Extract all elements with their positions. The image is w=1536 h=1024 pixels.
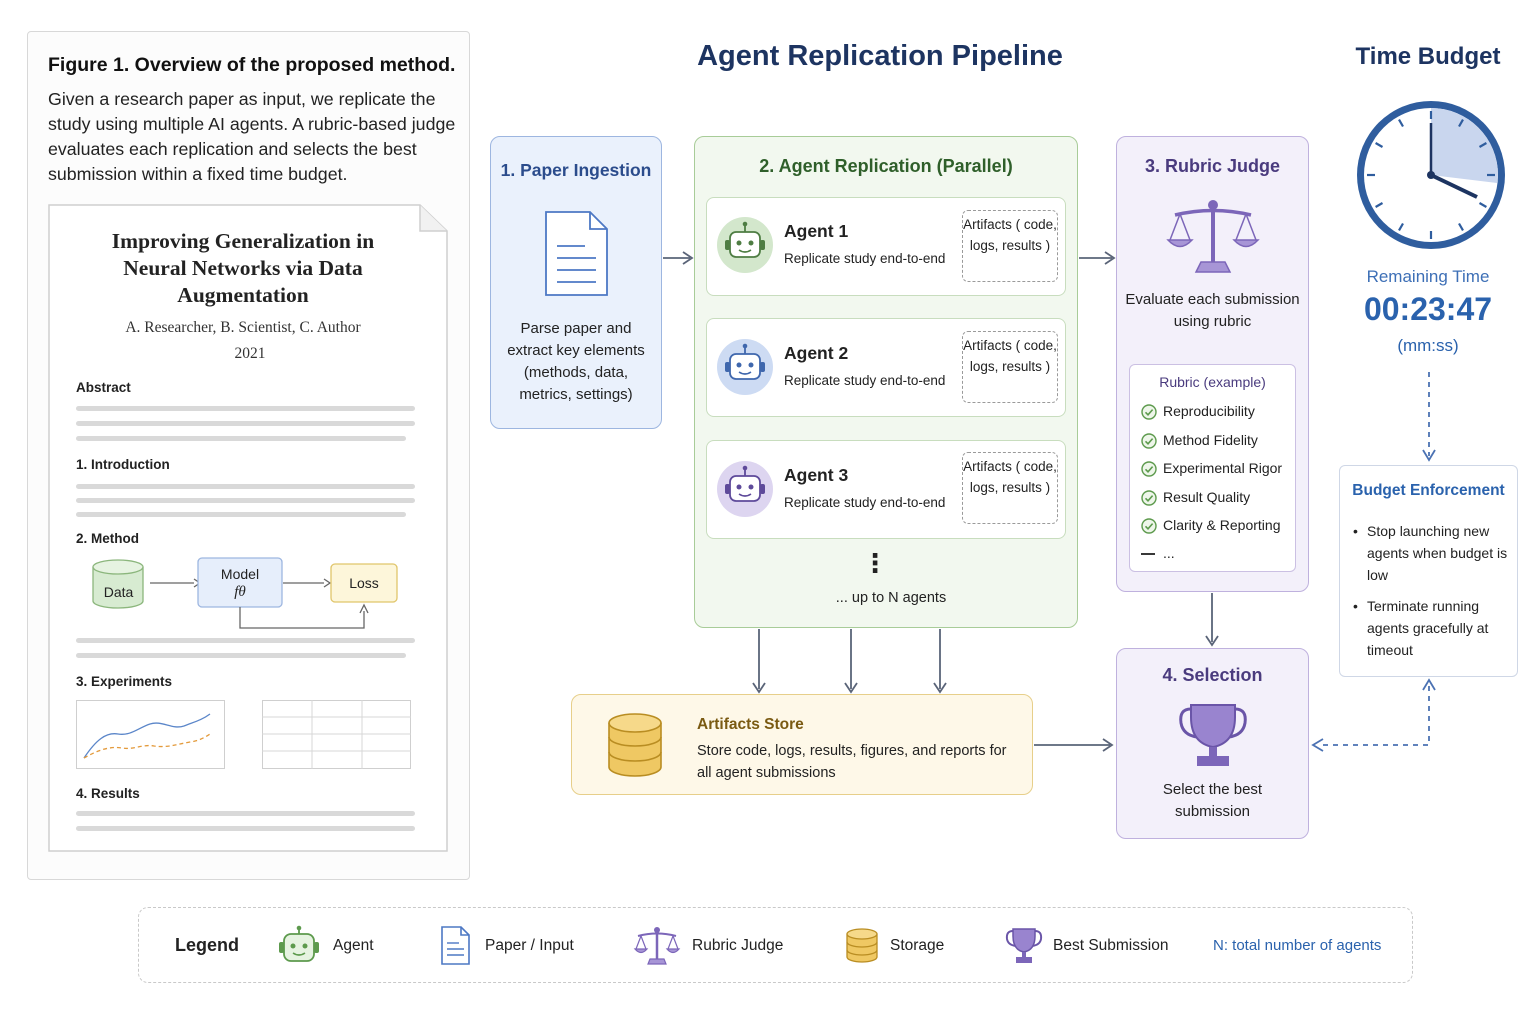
database-icon <box>92 559 144 609</box>
text-line <box>76 826 415 831</box>
section-results: 4. Results <box>76 786 140 801</box>
budget-enforcement-title: Budget Enforcement <box>1352 482 1505 499</box>
check-circle-icon <box>1141 433 1157 449</box>
pipeline-title: Agent Replication Pipeline <box>697 40 1063 72</box>
stage1-title: 1. Paper Ingestion <box>500 160 652 180</box>
legend-label-rubric-judge: Rubric Judge <box>692 937 784 954</box>
clock-icon <box>1357 101 1505 249</box>
check-circle-icon <box>1141 490 1157 506</box>
storage-icon <box>608 713 662 777</box>
agent-name: Agent 2 <box>784 343 849 363</box>
artifacts-box: Artifacts ( code, logs, results ) <box>962 210 1058 282</box>
budget-enforcement-box <box>1339 465 1518 677</box>
rubric-item: Clarity & Reporting <box>1163 517 1281 533</box>
paper-title: Improving Generalization in Neural Netwo… <box>111 229 375 307</box>
rubric-box <box>1129 364 1296 572</box>
dash-icon <box>1141 553 1155 555</box>
text-line <box>76 512 406 517</box>
budget-rule: • Stop launching new agents when budget … <box>1353 520 1511 586</box>
stage4-description: Select the best submission <box>1162 781 1263 820</box>
legend-note: N: total number of agents <box>1213 937 1382 954</box>
paper-year: 2021 <box>234 345 266 362</box>
section-abstract: Abstract <box>76 380 131 395</box>
store-description: Store code, logs, results, figures, and … <box>697 743 1007 781</box>
rubric-item-more: ... <box>1163 545 1175 561</box>
experiment-chart-thumbnail <box>76 700 225 769</box>
robot-icon <box>717 339 773 395</box>
stage4-title: 4. Selection <box>1162 665 1263 685</box>
storage-icon <box>846 928 878 963</box>
text-line <box>76 406 415 411</box>
section-method: 2. Method <box>76 531 139 546</box>
agent-description: Replicate study end-to-end <box>784 251 946 266</box>
legend-label-paper: Paper / Input <box>485 937 574 954</box>
figure-caption: Given a research paper as input, we repl… <box>48 89 456 184</box>
text-line <box>76 436 406 441</box>
bullet-dot: • <box>1353 598 1358 614</box>
method-model-symbol: fθ <box>234 584 246 600</box>
more-agents-label: ... up to N agents <box>835 590 947 606</box>
stage2-title: 2. Agent Replication (Parallel) <box>759 156 1013 176</box>
remaining-time-unit: (mm:ss) <box>1397 336 1459 355</box>
robot-icon <box>279 925 319 962</box>
trophy-icon <box>1179 704 1247 766</box>
text-line <box>76 498 415 503</box>
agent-name: Agent 1 <box>784 221 849 241</box>
section-experiments: 3. Experiments <box>76 674 173 689</box>
time-budget-title: Time Budget <box>1355 43 1501 70</box>
check-circle-icon <box>1141 404 1157 420</box>
legend-title: Legend <box>175 935 240 955</box>
agent-description: Replicate study end-to-end <box>784 373 946 388</box>
trophy-icon <box>1005 928 1043 963</box>
budget-rule: • Terminate running agents gracefully at… <box>1353 595 1511 661</box>
legend-label-agent: Agent <box>333 937 374 954</box>
budget-rule-text: Terminate running agents gracefully at t… <box>1367 598 1489 658</box>
agent-description: Replicate study end-to-end <box>784 495 946 510</box>
remaining-time-label: Remaining Time <box>1366 267 1490 286</box>
method-model-label: Model <box>220 566 260 582</box>
stage1-description: Parse paper and extract key elements (me… <box>507 320 645 403</box>
paper-authors: A. Researcher, B. Scientist, C. Author <box>125 319 361 336</box>
text-line <box>76 484 415 489</box>
check-circle-icon <box>1141 461 1157 477</box>
stage3-title: 3. Rubric Judge <box>1144 156 1281 176</box>
text-line <box>76 653 406 658</box>
paper-page <box>48 204 448 852</box>
text-line <box>76 811 415 816</box>
experiment-table-thumbnail <box>262 700 411 769</box>
legend-label-storage: Storage <box>890 937 945 954</box>
legend-label-best-submission: Best Submission <box>1053 937 1169 954</box>
rubric-title: Rubric (example) <box>1159 374 1266 390</box>
method-data-label: Data <box>103 584 134 600</box>
document-icon <box>441 926 470 965</box>
figure-title: Figure 1. Overview of the proposed metho… <box>48 54 456 76</box>
legend <box>138 907 1413 983</box>
more-agents-ellipsis: ⋮ <box>862 548 888 578</box>
remaining-time-value: 00:23:47 <box>1363 291 1493 327</box>
budget-rule-text: Stop launching new agents when budget is… <box>1367 523 1508 583</box>
stage3-description: Evaluate each submission using rubric <box>1125 291 1300 330</box>
agent-name: Agent 3 <box>784 465 849 485</box>
robot-icon <box>717 461 773 517</box>
artifacts-box: Artifacts ( code, logs, results ) <box>962 452 1058 524</box>
scales-icon <box>1166 200 1260 273</box>
text-line <box>76 421 415 426</box>
artifacts-box: Artifacts ( code, logs, results ) <box>962 331 1058 403</box>
method-loss-label: Loss <box>349 575 379 591</box>
scales-icon <box>633 927 681 965</box>
method-diagram <box>92 557 398 629</box>
robot-icon <box>717 217 773 273</box>
document-icon <box>545 211 608 296</box>
store-title: Artifacts Store <box>697 716 804 733</box>
bullet-dot: • <box>1353 523 1358 539</box>
text-line <box>76 638 415 643</box>
section-introduction: 1. Introduction <box>76 457 170 472</box>
rubric-item: Experimental Rigor <box>1163 460 1283 476</box>
rubric-item: Result Quality <box>1163 489 1251 505</box>
rubric-item: Reproducibility <box>1163 403 1255 419</box>
rubric-item: Method Fidelity <box>1163 432 1258 448</box>
check-circle-icon <box>1141 518 1157 534</box>
